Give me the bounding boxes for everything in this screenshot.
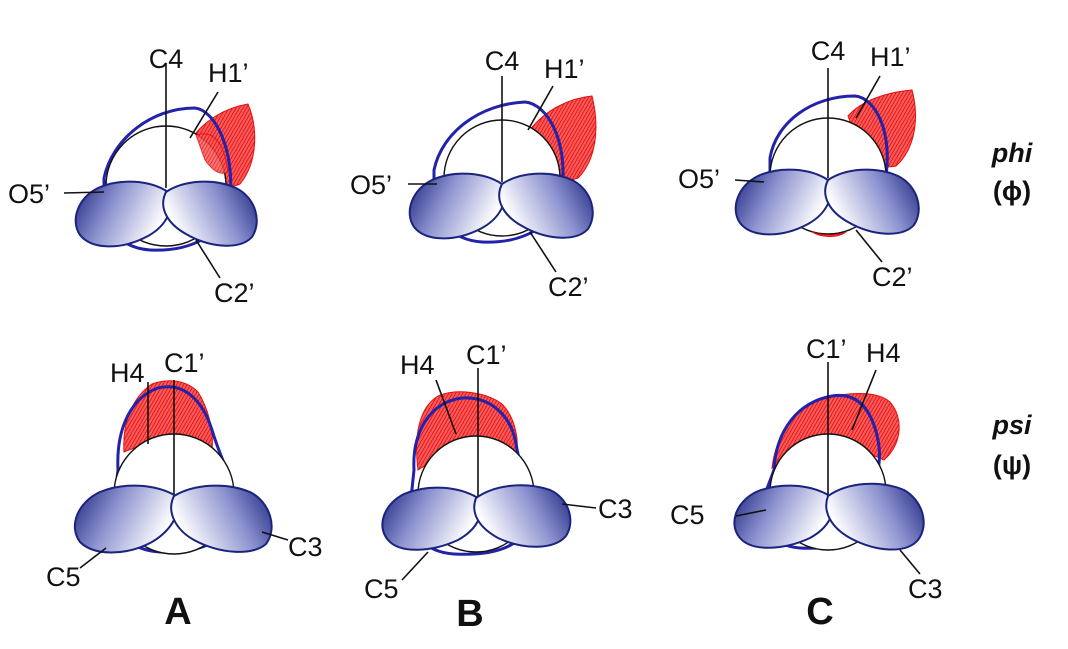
row-label-phi: phi [991,138,1033,168]
row-label-psi: psi [991,410,1032,440]
phi-b-bond-bottom [529,231,557,273]
panel-psi-b: H4 C1’ C5 C3 [364,340,633,604]
psi-c-lobe-right [825,482,925,551]
phi-b-label-bottom: C2’ [548,272,589,302]
panel-phi-b: C4 H1’ O5’ C2’ [350,46,597,302]
row-symbol-phi: (ϕ) [993,176,1031,206]
psi-c-bond-right [899,549,921,575]
phi-c-lobe-left [734,168,832,236]
psi-b-label-left: C5 [364,574,399,604]
phi-a-bond-bottom [195,239,221,279]
phi-a-label-left: O5’ [8,179,50,209]
column-label-a: A [164,591,191,633]
psi-b-label-top-right: C1’ [466,340,507,370]
psi-b-lobe-left [381,486,482,551]
psi-a-label-right: C3 [288,532,323,562]
psi-b-label-right: C3 [598,494,633,524]
phi-a-label-top-left: C4 [149,44,184,74]
psi-a-lobe-left [73,484,179,554]
psi-a-label-left: C5 [46,562,81,592]
panel-psi-a: H4 C1’ C5 C3 [46,348,323,592]
psi-c-label-top-left: C1’ [806,334,847,364]
phi-c-label-top-right: H1’ [870,42,911,72]
row-symbol-psi: (ψ) [993,450,1031,480]
psi-c-label-top-right: H4 [866,338,901,368]
phi-c-cloud-bottom [811,231,847,237]
phi-c-label-left: O5’ [678,164,720,194]
phi-a-lobe-right [162,180,258,247]
phi-b-lobe-left [408,172,506,240]
psi-b-bond-right [561,503,597,509]
phi-b-label-top-right: H1’ [544,54,585,84]
phi-a-cloud-rim [195,133,229,174]
phi-a-bond-left [63,191,105,194]
phi-a-label-top-right: H1’ [208,58,249,88]
panel-phi-c: C4 H1’ O5’ C2’ [678,36,920,292]
psi-b-bond-left [401,551,429,581]
psi-a-label-top-left: H4 [110,358,145,388]
phi-c-bond-left [734,179,765,183]
phi-a-bond-h [189,91,219,139]
psi-b-bond-h [435,379,457,435]
phi-b-label-left: O5’ [350,170,392,200]
psi-b-label-top-left: H4 [400,350,435,380]
phi-a-lobe-left [74,180,172,248]
column-label-c: C [806,591,833,633]
psi-a-bond-left [79,547,107,569]
psi-c-lobe-left [733,484,834,549]
psi-a-label-top-right: C1’ [164,348,205,378]
phi-b-bond-h [527,85,554,131]
phi-c-bond-h [855,75,881,119]
psi-b-lobe-right [473,484,572,548]
psi-c-bond-h [851,369,877,431]
phi-c-lobe-right [824,168,920,235]
phi-b-label-top-left: C4 [485,46,520,76]
psi-c-label-right: C3 [908,574,943,604]
panel-phi-a: C4 H1’ O5’ C2’ [8,44,258,308]
phi-c-label-bottom: C2’ [872,262,913,292]
psi-a-bond-right [261,531,289,541]
column-label-b: B [456,593,483,635]
panel-psi-c: C1’ H4 C5 C3 [670,334,943,604]
phi-a-label-bottom: C2’ [214,278,255,308]
phi-c-bond-bottom [855,229,883,263]
psi-c-bond-left [735,509,767,517]
psi-a-lobe-right [170,484,273,553]
phi-c-label-top-left: C4 [811,36,846,66]
psi-c-label-left: C5 [670,500,705,530]
phi-b-lobe-right [498,172,594,239]
